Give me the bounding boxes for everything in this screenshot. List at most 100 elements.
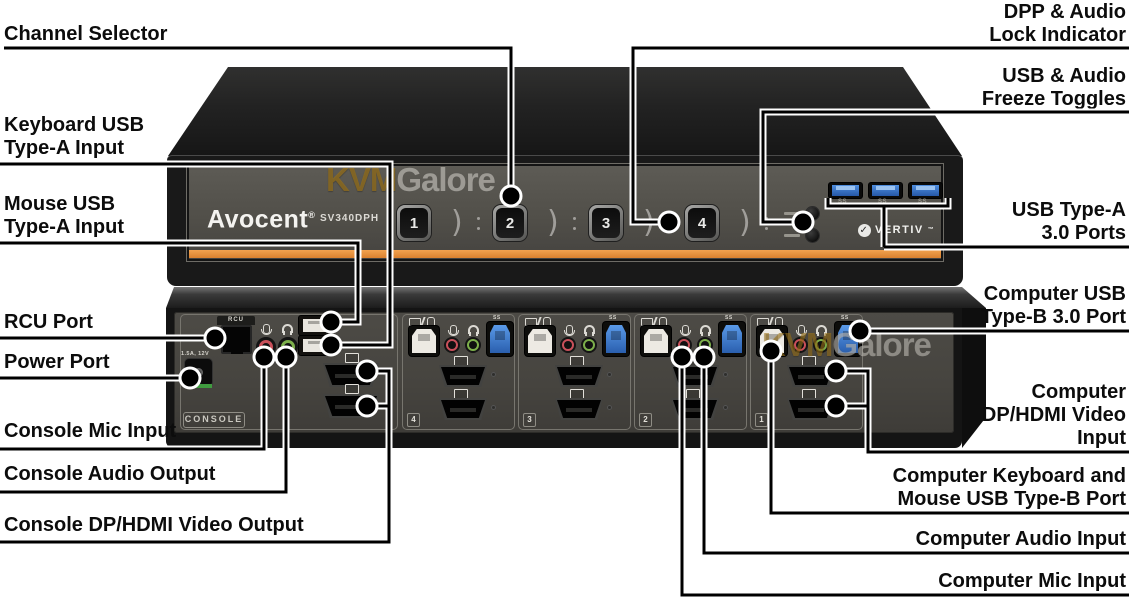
superspeed-icon: SS xyxy=(493,315,501,321)
usb-freeze-button xyxy=(806,207,819,220)
computer-video-port-2 xyxy=(439,398,487,420)
computer-video-port-2 xyxy=(787,398,835,420)
usb-a-3.0-port-1 xyxy=(829,183,862,198)
computer-video-port-2 xyxy=(671,398,719,420)
computer-audio-jack xyxy=(581,337,597,353)
channel-button-1: 1 xyxy=(397,205,431,241)
audio-freeze-button xyxy=(806,229,819,242)
section-number: 2 xyxy=(639,413,652,427)
kvm-rear-top-edge xyxy=(166,287,986,308)
headphone-icon xyxy=(282,324,293,335)
computer-video-port-1 xyxy=(787,365,835,387)
watermark-front: KVMGalore xyxy=(326,161,496,198)
screw-icon xyxy=(839,372,844,377)
usb-a-3.0-port-3 xyxy=(909,183,942,198)
keyboard-mouse-icon xyxy=(641,317,671,328)
monitor-icon xyxy=(345,384,359,395)
channel-indicator-mark: ) xyxy=(643,206,677,242)
computer-usb-b-port xyxy=(525,326,555,356)
computer-video-port-1 xyxy=(555,365,603,387)
keyboard-usb-a-port xyxy=(299,316,331,335)
channel-indicator-mark: ) xyxy=(739,206,773,242)
usb-freeze-label xyxy=(784,212,800,215)
section-number: 4 xyxy=(407,413,420,427)
screw-icon xyxy=(839,405,844,410)
computer-mic-jack xyxy=(676,337,692,353)
audio-freeze-label xyxy=(784,234,800,237)
microphone-icon xyxy=(564,325,575,336)
screw-icon xyxy=(723,372,728,377)
screw-icon xyxy=(491,405,496,410)
computer-audio-jack xyxy=(697,337,713,353)
headphone-icon xyxy=(700,325,711,336)
label-channel-selector: Channel Selector xyxy=(4,23,168,45)
computer-section-3: SS 3 xyxy=(518,314,631,430)
screw-icon xyxy=(607,405,612,410)
headphone-icon xyxy=(468,325,479,336)
computer-mic-jack xyxy=(560,337,576,353)
computer-usb-b-port xyxy=(409,326,439,356)
headphone-icon xyxy=(584,325,595,336)
label-computer-audio: Computer Audio Input xyxy=(915,528,1126,550)
superspeed-icon: SS xyxy=(918,199,928,205)
screw-icon xyxy=(383,402,388,407)
label-console-mic: Console Mic Input xyxy=(4,420,177,442)
power-rating-label: 1.5A, 12V xyxy=(181,351,210,357)
vertiv-check-icon: ✓ xyxy=(858,223,871,237)
console-audio-jack xyxy=(278,337,298,357)
console-video-port-2 xyxy=(323,394,379,418)
computer-usb-b-3.0-port xyxy=(603,322,629,356)
console-section: RCU 1.5A, 12V CONSOLE xyxy=(180,314,398,430)
channel-button-3: 3 xyxy=(589,205,623,241)
computer-section-4: SS 4 xyxy=(402,314,515,430)
computer-usb-b-3.0-port xyxy=(487,322,513,356)
power-port xyxy=(185,359,212,386)
microphone-icon xyxy=(261,324,272,335)
label-console-video: Console DP/HDMI Video Output xyxy=(4,514,304,536)
section-number: 3 xyxy=(523,413,536,427)
brand-logo: Avocent® xyxy=(207,205,316,234)
screw-icon xyxy=(491,372,496,377)
superspeed-icon: SS xyxy=(609,315,617,321)
usb-a-3.0-port-2 xyxy=(869,183,902,198)
power-pcb-edge xyxy=(185,384,212,388)
computer-mic-jack xyxy=(444,337,460,353)
kvm-front-top-surface xyxy=(168,67,962,156)
screw-icon xyxy=(607,372,612,377)
superspeed-icon: SS xyxy=(841,315,849,321)
microphone-icon xyxy=(448,325,459,336)
channel-indicator-mark: ) xyxy=(547,206,581,242)
keyboard-mouse-icon xyxy=(757,317,787,328)
channel-indicator-mark: ) xyxy=(451,206,485,242)
channel-button-4: 4 xyxy=(685,205,719,241)
computer-usb-b-port xyxy=(641,326,671,356)
monitor-icon xyxy=(345,353,359,364)
label-rcu-port: RCU Port xyxy=(4,311,93,333)
section-number: 1 xyxy=(755,413,768,427)
computer-audio-jack xyxy=(813,337,829,353)
console-section-label: CONSOLE xyxy=(183,412,245,428)
screw-icon xyxy=(383,371,388,376)
headphone-icon xyxy=(816,325,827,336)
computer-video-port-1 xyxy=(439,365,487,387)
screw-icon xyxy=(723,405,728,410)
rcu-port-label: RCU xyxy=(217,316,255,325)
superspeed-icon: SS xyxy=(725,315,733,321)
computer-mic-jack xyxy=(792,337,808,353)
label-console-audio: Console Audio Output xyxy=(4,463,216,485)
computer-video-port-2 xyxy=(555,398,603,420)
label-power-port: Power Port xyxy=(4,351,110,373)
console-mic-jack xyxy=(256,337,276,357)
superspeed-icon: SS xyxy=(838,199,848,205)
mouse-usb-a-port xyxy=(299,336,331,355)
